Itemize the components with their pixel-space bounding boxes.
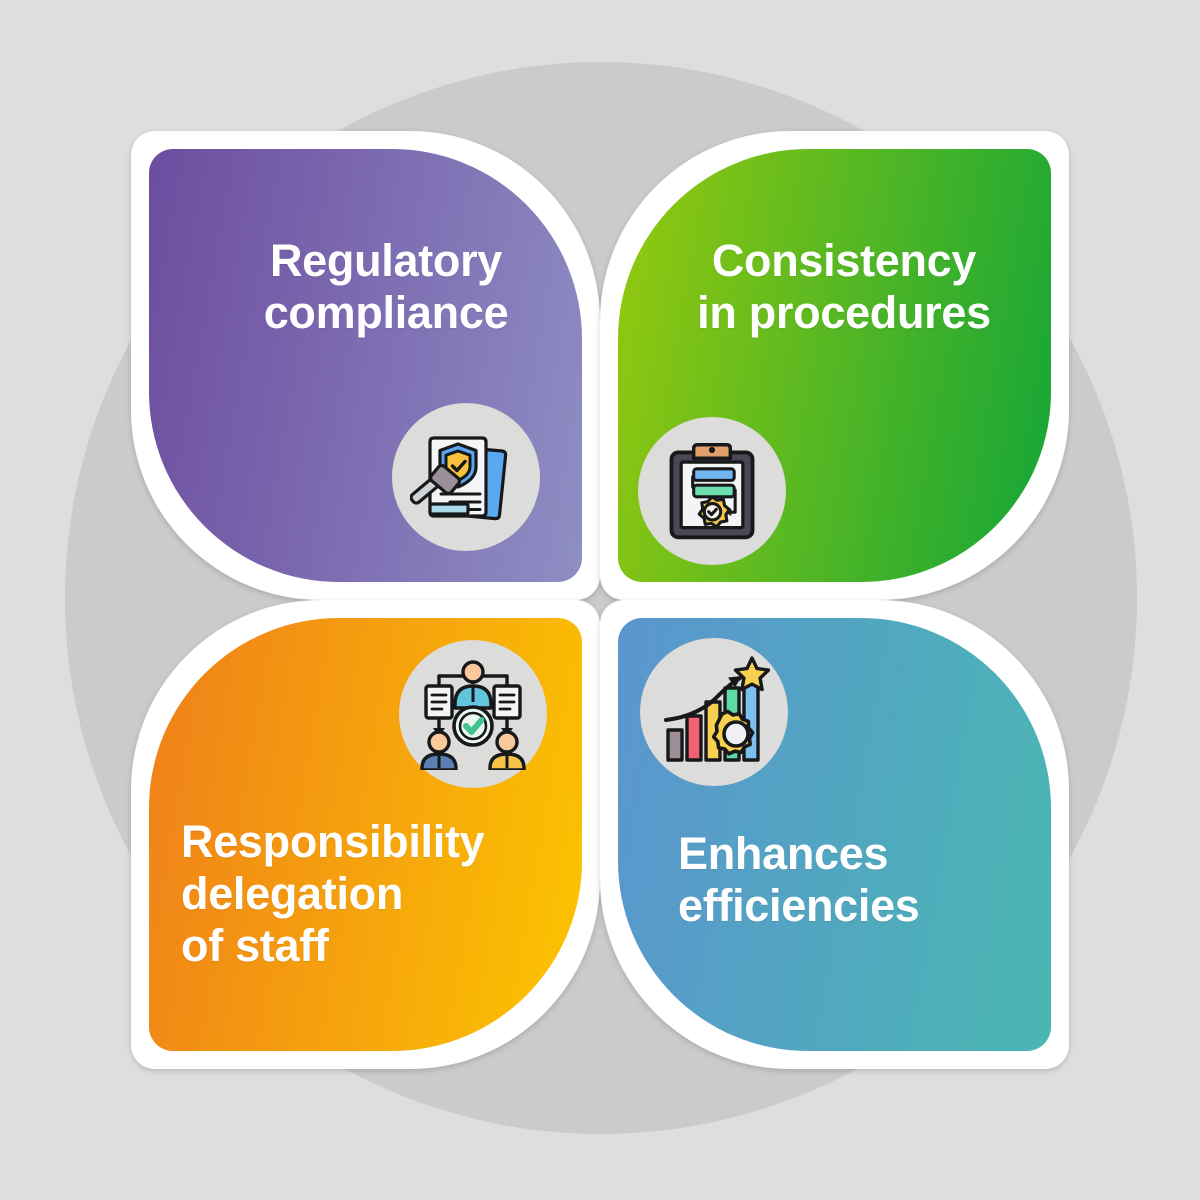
card-face: Enhances efficiencies — [618, 618, 1051, 1051]
card-face: Consistency in procedures — [618, 149, 1051, 582]
card-title-responsibility-delegation-of-staff: Responsibility delegation of staff — [181, 816, 485, 972]
card-regulatory-compliance[interactable]: Regulatory compliance — [131, 131, 600, 600]
org-chart-people-check-icon — [420, 660, 526, 770]
clipboard-workflow-gear-icon — [669, 442, 755, 540]
document-shield-gavel-icon — [410, 436, 508, 521]
card-responsibility-delegation-of-staff[interactable]: Responsibility delegation of staff — [131, 600, 600, 1069]
icon-bubble — [399, 640, 547, 788]
icon-bubble — [638, 417, 786, 565]
card-face: Responsibility delegation of staff — [149, 618, 582, 1051]
icon-bubble — [392, 403, 540, 551]
growth-bar-chart-gear-star-icon — [664, 656, 770, 762]
card-face: Regulatory compliance — [149, 149, 582, 582]
card-consistency-in-procedures[interactable]: Consistency in procedures — [600, 131, 1069, 600]
quadrant-grid: Regulatory compliance — [131, 131, 1069, 1069]
card-title-regulatory-compliance: Regulatory compliance — [263, 235, 509, 339]
icon-bubble — [640, 638, 788, 786]
card-title-enhances-efficiencies: Enhances efficiencies — [678, 828, 920, 932]
card-enhances-efficiencies[interactable]: Enhances efficiencies — [600, 600, 1069, 1069]
card-title-consistency-in-procedures: Consistency in procedures — [697, 235, 991, 339]
